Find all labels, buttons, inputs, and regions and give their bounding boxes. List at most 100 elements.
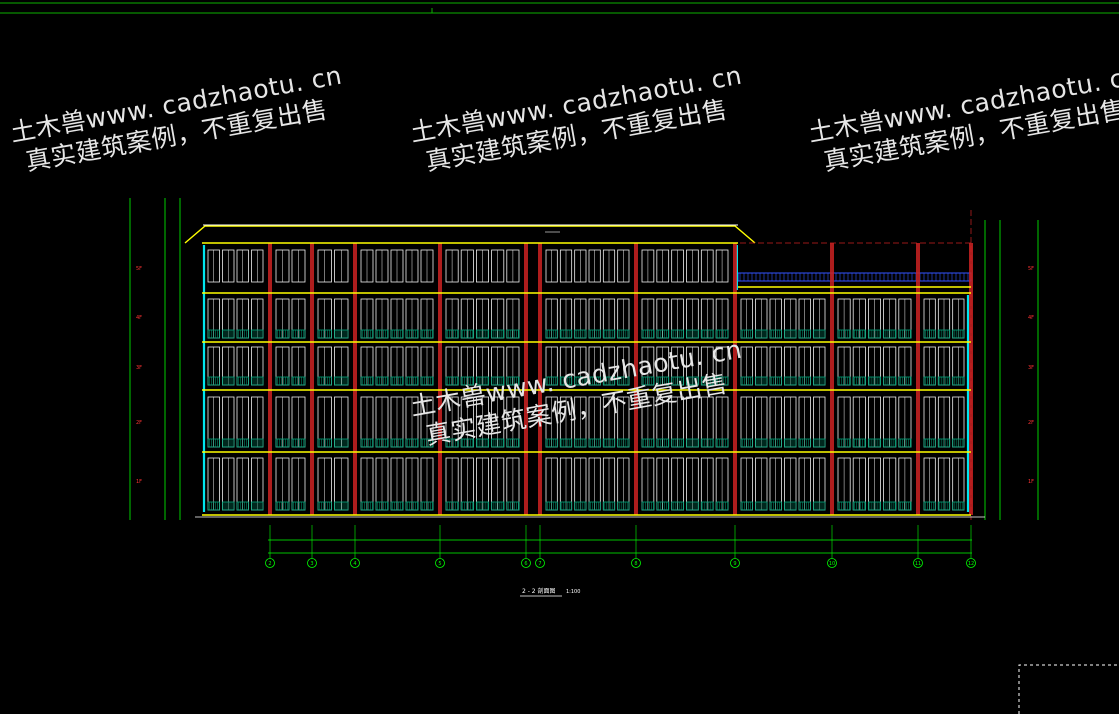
column [538, 243, 542, 515]
railing [405, 501, 419, 511]
grid-axis-label: 2 [268, 561, 271, 567]
grid-axis-label: 9 [733, 561, 736, 567]
railing [460, 501, 474, 511]
railing [883, 438, 897, 448]
railing [491, 376, 505, 386]
column [916, 243, 920, 515]
railing [700, 329, 714, 339]
railing [852, 501, 866, 511]
floor-label-2f: 2F [136, 420, 142, 426]
railing [360, 329, 374, 339]
railing [837, 438, 851, 448]
railing [506, 438, 520, 448]
railing [420, 438, 434, 448]
railing [671, 376, 684, 386]
floor-label-5f: 5F [136, 266, 142, 272]
railing [405, 376, 419, 386]
grid-axis-bubble [521, 558, 531, 568]
railing [317, 501, 332, 511]
railing [686, 329, 699, 339]
railing [475, 329, 489, 339]
floor-label-3f-right: 3F [1028, 365, 1034, 371]
floor-labels-right: 5F 4F 3F 2F 1F [1028, 266, 1034, 485]
railing [700, 438, 714, 448]
railing [275, 329, 290, 339]
railing [656, 329, 670, 339]
floor-label-4f: 4F [136, 315, 142, 321]
railing [641, 376, 655, 386]
railing [852, 438, 866, 448]
railing [445, 501, 459, 511]
railing [868, 438, 882, 448]
railing [671, 501, 684, 511]
floor-label-4f-right: 4F [1028, 315, 1034, 321]
railing [291, 376, 306, 386]
railing [445, 438, 459, 448]
railing [656, 438, 670, 448]
railing [275, 376, 290, 386]
railing [445, 329, 459, 339]
railing [491, 501, 505, 511]
column [634, 243, 638, 515]
grid-axis-label: 11 [915, 561, 921, 567]
railing [420, 329, 434, 339]
railing [506, 329, 520, 339]
railing [715, 376, 729, 386]
railing [898, 438, 912, 448]
grid-axis-label: 8 [634, 561, 637, 567]
column [524, 243, 528, 515]
sheet-frame [0, 2, 1119, 14]
railing [375, 501, 389, 511]
floor-label-5f-right: 5F [1028, 266, 1034, 272]
railing [837, 376, 851, 386]
grid-axis-bubble [535, 558, 545, 568]
railing [686, 376, 699, 386]
railing [390, 329, 404, 339]
column [353, 243, 357, 515]
railing [390, 438, 404, 448]
railing [868, 376, 882, 386]
railing [420, 376, 434, 386]
column [733, 243, 737, 515]
railing [375, 438, 389, 448]
railing [700, 376, 714, 386]
railing [686, 438, 699, 448]
railing [686, 501, 699, 511]
drawing-title: 2 - 2 剖面图 [522, 587, 556, 595]
drawing-scale: 1:100 [566, 589, 580, 595]
railing [715, 438, 729, 448]
railing [641, 501, 655, 511]
railing [898, 376, 912, 386]
railing [868, 329, 882, 339]
grid-axis-label: 7 [538, 561, 541, 567]
floor-label-1f: 1F [136, 479, 142, 485]
railing [375, 376, 389, 386]
railing [360, 501, 374, 511]
railing [460, 329, 474, 339]
railing [656, 501, 670, 511]
railing [334, 501, 349, 511]
railing [375, 329, 389, 339]
railing [837, 329, 851, 339]
railing [671, 329, 684, 339]
right-elevation-markers [984, 220, 1039, 520]
floor-label-2f-right: 2F [1028, 420, 1034, 426]
railing [334, 329, 349, 339]
railing [883, 329, 897, 339]
railing [317, 438, 332, 448]
grid-axis-bubble [435, 558, 445, 568]
grid-axis-bubble [265, 558, 275, 568]
railing [317, 329, 332, 339]
grid-axis-bubble [307, 558, 317, 568]
railing [445, 376, 459, 386]
railing [506, 376, 520, 386]
railing [390, 376, 404, 386]
left-elevation-markers [129, 198, 181, 520]
grid-axis-label: 6 [524, 561, 527, 567]
railing [405, 329, 419, 339]
column [268, 243, 272, 515]
railing [700, 501, 714, 511]
railing [291, 438, 306, 448]
